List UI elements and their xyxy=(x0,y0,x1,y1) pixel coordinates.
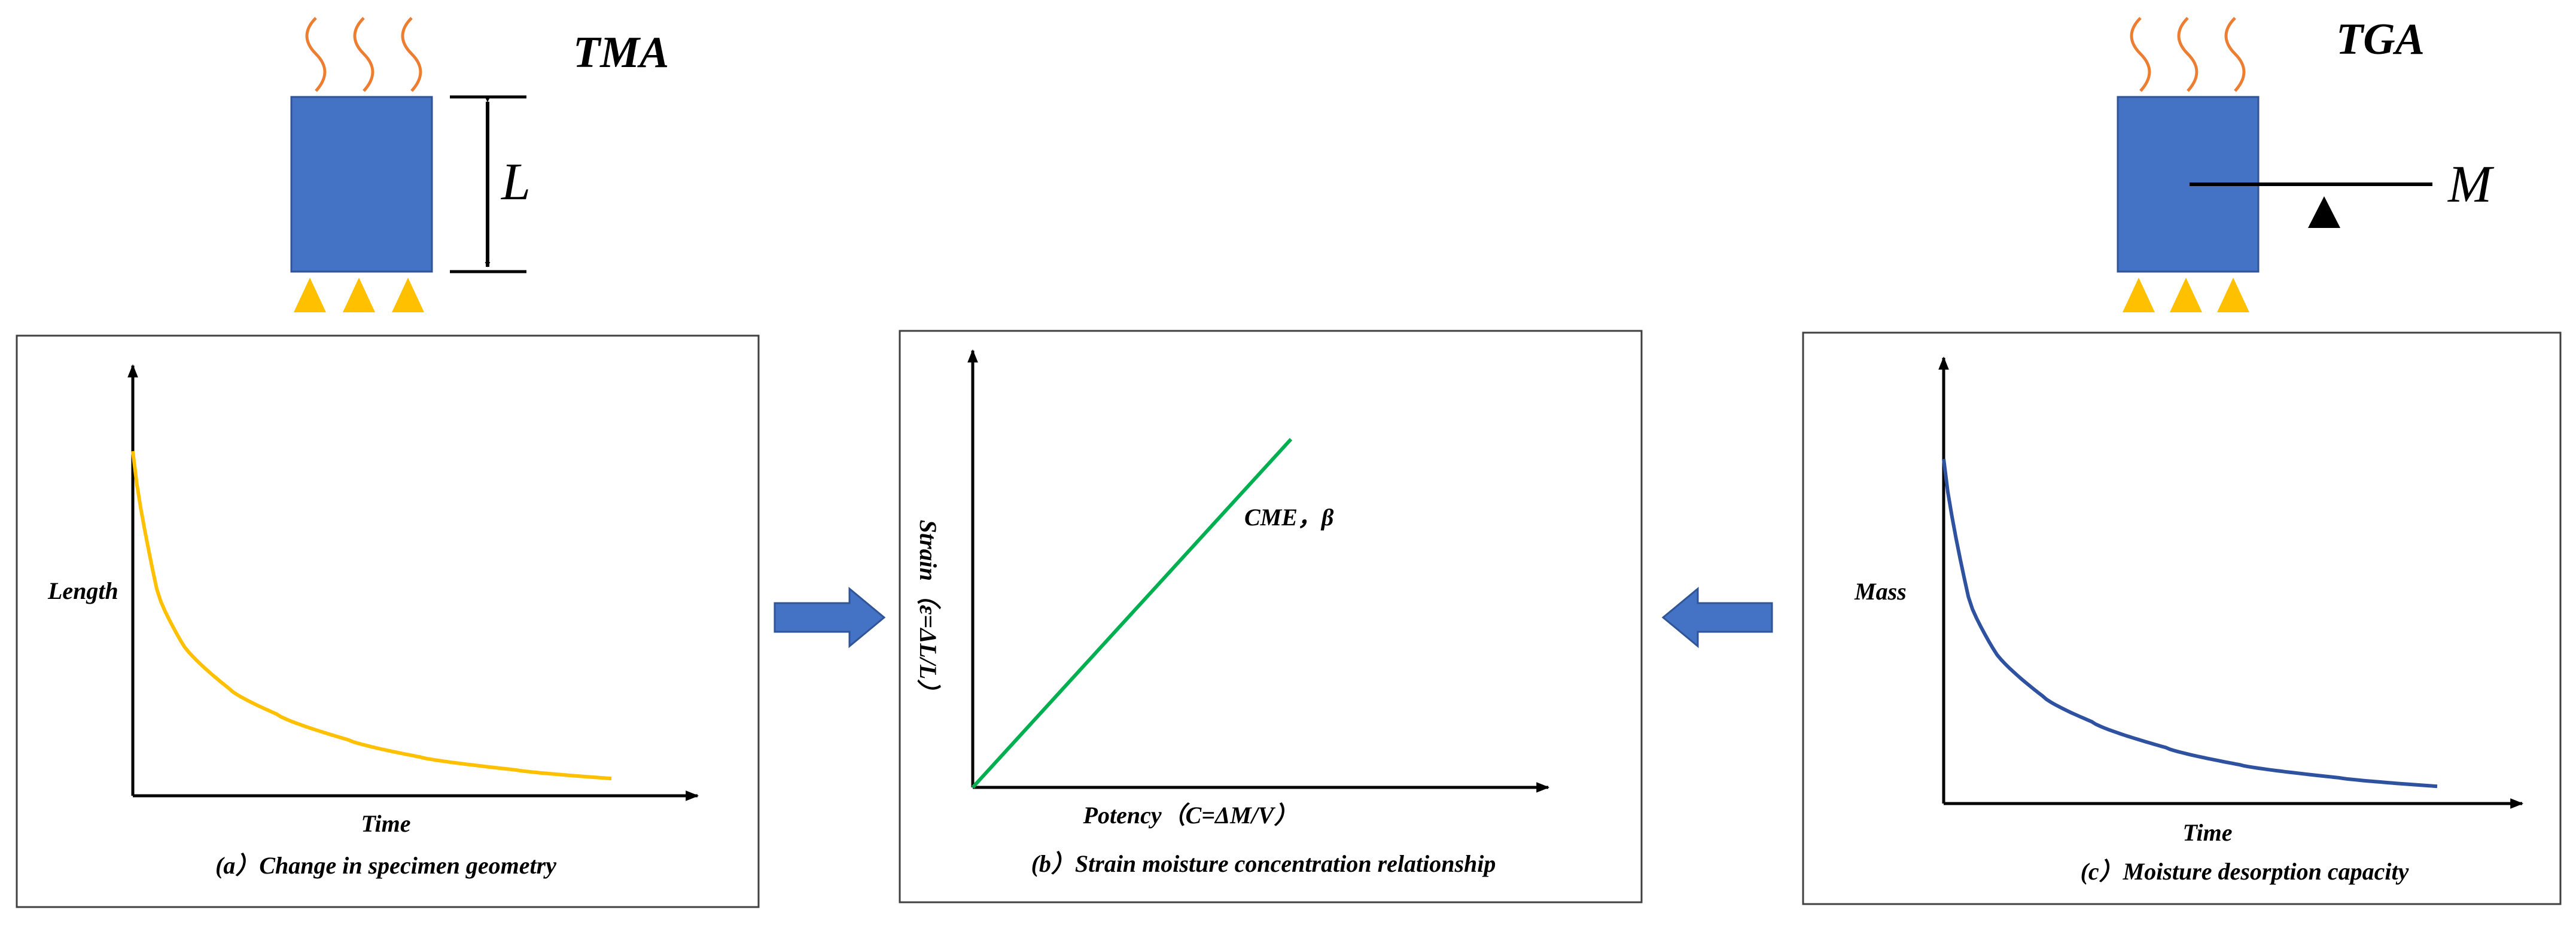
tma-specimen xyxy=(290,96,433,273)
panel-b-ylabel: Strain（ε=ΔL/L） xyxy=(915,520,942,704)
tma-length-label: L xyxy=(500,153,531,211)
panel-c-caption: (c）Moisture desorption capacity xyxy=(2081,858,2409,885)
panel-a: Length Time (a）Change in specimen geomet… xyxy=(16,334,760,908)
panel-b-line-label: CME，β xyxy=(1244,504,1334,531)
panel-a-frame xyxy=(16,334,760,908)
tma-support-icon xyxy=(294,278,424,312)
panel-b-cme-line xyxy=(971,437,1293,789)
panel-b: CME，β Strain（ε=ΔL/L） Potency（C=ΔM/V） (b）… xyxy=(899,330,1643,903)
panel-b-xlabel: Potency（C=ΔM/V） xyxy=(1083,802,1298,829)
panel-b-caption: (b）Strain moisture concentration relatio… xyxy=(1031,850,1496,877)
tga-mass-label: M xyxy=(2447,156,2495,214)
tma-apparatus: L TMA xyxy=(290,17,669,312)
panel-a-ylabel: Length xyxy=(47,577,118,604)
tga-support-icon xyxy=(2123,278,2249,312)
right-arrow-icon xyxy=(774,586,886,649)
left-arrow-icon xyxy=(1661,586,1773,649)
tga-apparatus: M TGA xyxy=(2117,15,2495,312)
panel-c-xlabel: Time xyxy=(2183,819,2233,846)
tga-heat-waves-icon xyxy=(2130,17,2246,92)
tma-title: TMA xyxy=(573,28,669,77)
panel-c-mass-curve xyxy=(1942,458,2438,789)
panel-a-length-curve xyxy=(131,451,612,781)
panel-c-ylabel: Mass xyxy=(1854,578,1907,605)
tga-title: TGA xyxy=(2336,15,2425,64)
tga-fulcrum-icon xyxy=(2308,196,2340,228)
panel-c: Mass Time (c）Moisture desorption capacit… xyxy=(1802,331,2562,905)
tma-heat-waves-icon xyxy=(305,17,422,92)
panel-b-frame xyxy=(899,330,1643,903)
panel-a-xlabel: Time xyxy=(361,810,411,837)
panel-c-frame xyxy=(1802,331,2562,905)
panel-a-caption: (a）Change in specimen geometry xyxy=(215,852,556,879)
